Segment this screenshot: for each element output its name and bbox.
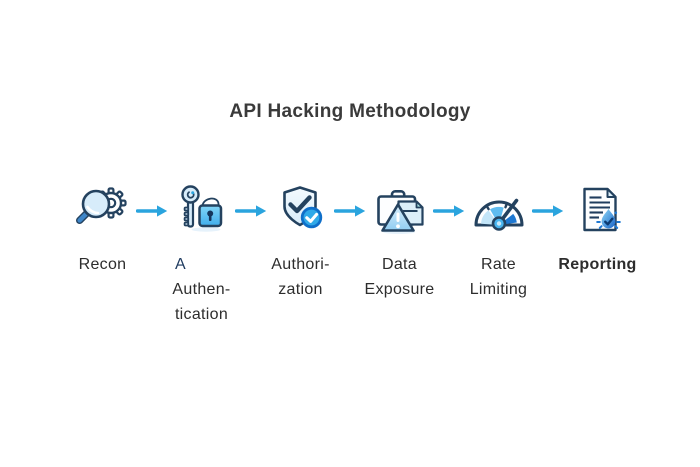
step-label: Authori- zation: [271, 252, 329, 302]
flow-arrow-icon: [334, 204, 367, 218]
flow-diagram: Recon: [0, 182, 700, 327]
step-authorization: Authori- zation: [268, 182, 334, 302]
flow-arrow-icon: [433, 204, 466, 218]
step-reporting: Reporting: [558, 182, 636, 277]
step-label: Reporting: [558, 252, 636, 277]
step-label-line: tication: [174, 306, 229, 323]
step-label: Data Exposure: [365, 252, 435, 302]
step-label-line: Reporting: [558, 256, 637, 273]
key-lock-icon: [174, 182, 230, 238]
step-authentication: A Authen- tication: [169, 182, 235, 327]
step-label: Recon: [79, 252, 127, 277]
flow-arrow-icon: [532, 204, 565, 218]
step-label-line: Data: [382, 256, 417, 273]
step-label-line: Limiting: [469, 281, 528, 298]
step-label-prefix: A: [175, 256, 186, 273]
step-label-line: Recon: [78, 256, 127, 273]
page-title: API Hacking Methodology: [229, 101, 471, 122]
step-label-line: Authori-: [271, 256, 330, 273]
step-label: A Authen- tication: [172, 252, 230, 327]
gauge-icon: [471, 182, 527, 238]
flow-arrow-icon: [235, 204, 268, 218]
magnifier-gear-icon: [75, 182, 131, 238]
step-label-line: Exposure: [364, 281, 435, 298]
step-data-exposure: Data Exposure: [365, 182, 435, 302]
step-recon: Recon: [70, 182, 136, 277]
step-rate-limiting: Rate Limiting: [466, 182, 532, 302]
briefcase-warning-icon: [372, 182, 428, 238]
shield-check-icon: [273, 182, 329, 238]
step-label-line: Authen-: [172, 281, 231, 298]
document-spark-icon: [570, 182, 626, 238]
flow-arrow-icon: [136, 204, 169, 218]
step-label-line: Rate: [480, 256, 516, 273]
step-label-line: zation: [278, 281, 323, 298]
step-label: Rate Limiting: [470, 252, 528, 302]
